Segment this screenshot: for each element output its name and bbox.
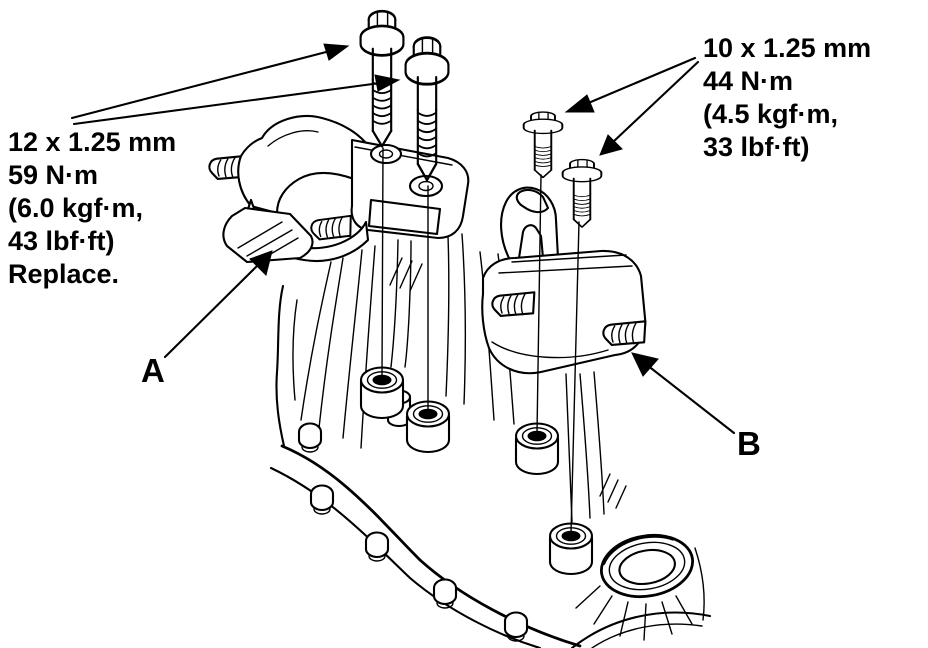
mount-bracket-b (481, 186, 648, 375)
flange-bolt (364, 531, 390, 563)
flange-bolt (297, 422, 323, 454)
flange-bolt (309, 484, 335, 516)
torque-spec-right: 10 x 1.25 mm 44 N·m (4.5 kgf·m, 33 lbf·f… (703, 32, 871, 164)
arrow-label-b-to-bracket (631, 352, 736, 435)
bracket-a-stud-mid (309, 212, 353, 243)
spec-line: 10 x 1.25 mm (703, 33, 872, 63)
spec-line: 44 N·m (703, 66, 794, 96)
flange-bolt (432, 578, 458, 610)
bolt-10mm-2 (561, 158, 603, 229)
seal-ring (600, 533, 694, 599)
arrow-right-spec-to-bolt1 (564, 56, 697, 113)
torque-spec-left: 12 x 1.25 mm 59 N·m (6.0 kgf·m, 43 lbf·f… (8, 126, 176, 291)
flange-bolt (503, 611, 529, 643)
spec-line: 12 x 1.25 mm (8, 127, 177, 157)
label-part-b: B (737, 425, 761, 462)
spec-line: 59 N·m (8, 160, 99, 190)
spec-line: Replace. (8, 259, 120, 289)
spec-line: (6.0 kgf·m, (8, 193, 144, 223)
spec-line: 33 lbf·ft) (703, 132, 810, 162)
arrow-right-spec-to-bolt2 (599, 60, 700, 156)
arrow-left-spec-to-bolt2 (72, 74, 401, 126)
mount-bracket-a (207, 114, 470, 264)
label-part-a: A (141, 352, 165, 389)
spec-line: (4.5 kgf·m, (703, 99, 839, 129)
spec-line: 43 lbf·ft) (8, 226, 115, 256)
arrow-left-spec-to-bolt1 (70, 43, 350, 120)
bolt-leader-lines (381, 147, 580, 534)
bolt-10mm-1 (522, 111, 564, 179)
arrow-label-a-to-bracket (163, 250, 273, 359)
